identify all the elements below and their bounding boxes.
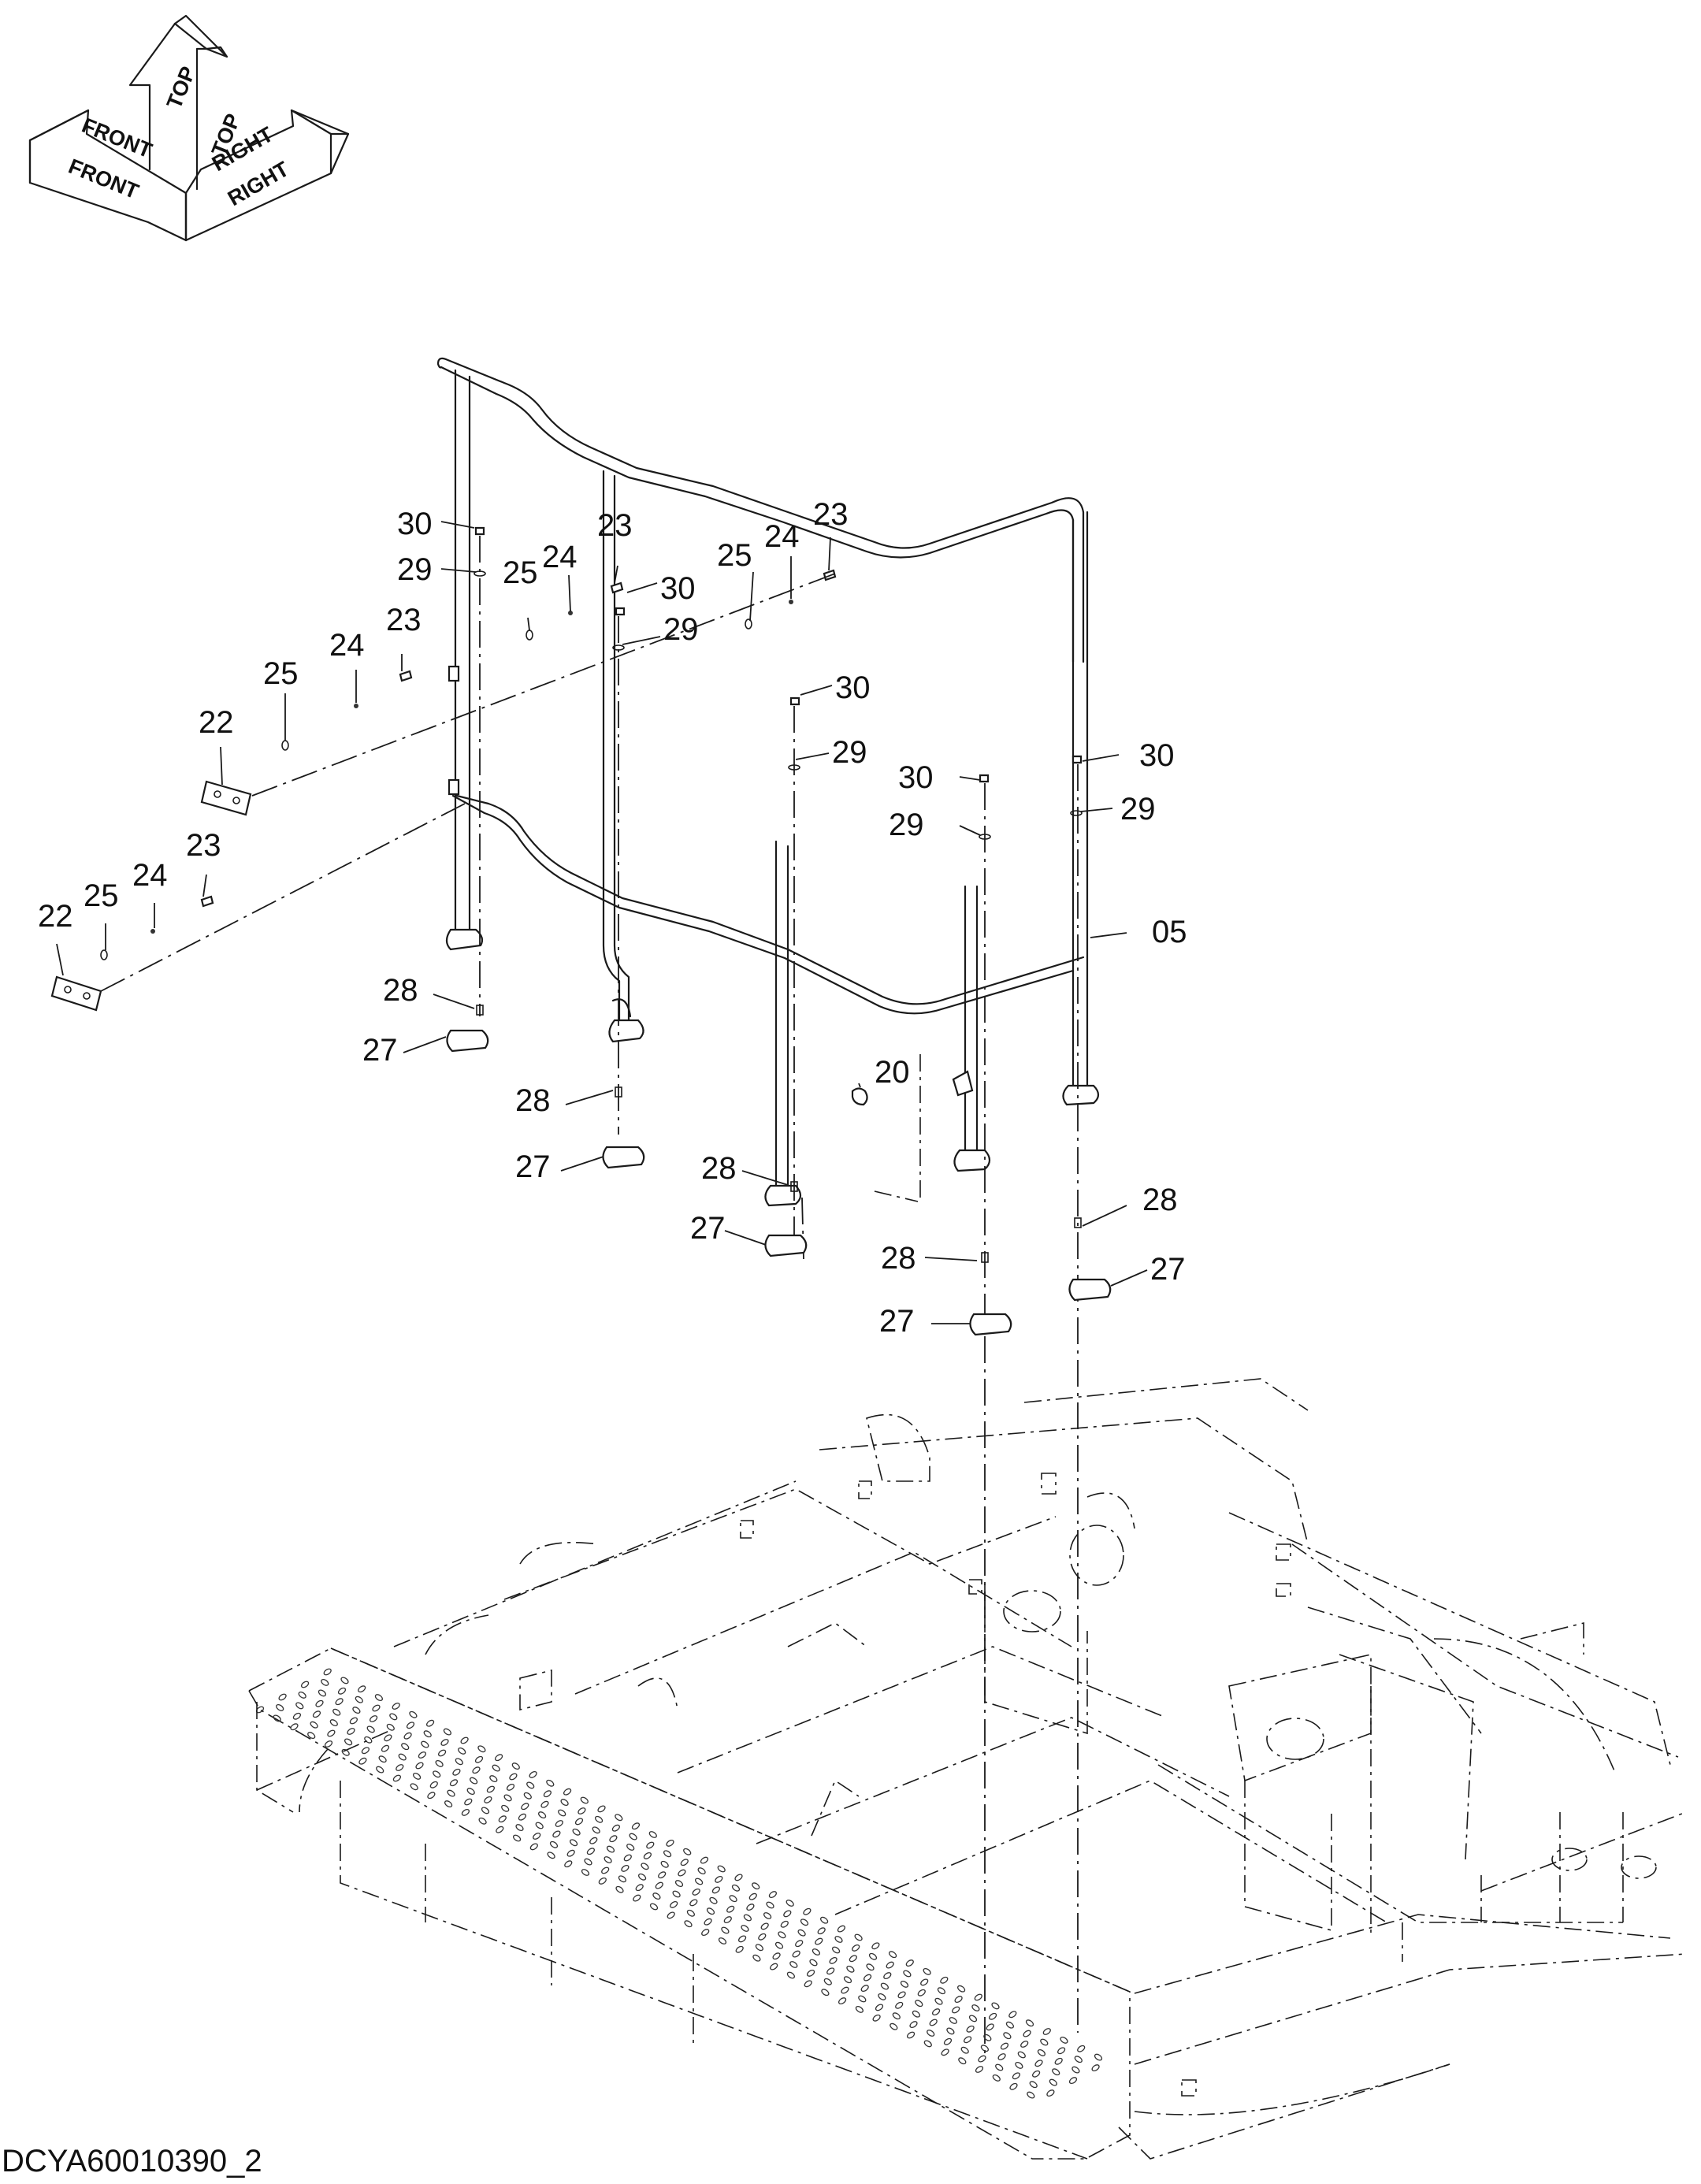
callout-25: 25 [717, 538, 752, 573]
callout-05: 05 [1152, 915, 1187, 949]
callout-24: 24 [132, 858, 168, 893]
post-foot-2 [608, 1019, 644, 1043]
checker-plate-pattern [255, 1668, 1103, 2099]
callout-29: 29 [1120, 792, 1156, 826]
callout-27: 27 [690, 1211, 726, 1246]
callout-27: 27 [1150, 1252, 1186, 1287]
pads [446, 1005, 1112, 1336]
callout-labels: 30 29 23 24 25 30 29 25 24 23 23 24 25 2… [38, 497, 1187, 1339]
mounting-plates [50, 780, 252, 1012]
callout-25: 25 [503, 555, 538, 590]
guardrail-assembly [436, 357, 1100, 1207]
callout-30: 30 [898, 760, 934, 795]
callout-30: 30 [397, 507, 433, 541]
drawing-code: DCYA60010390_2 [2, 2144, 262, 2178]
callout-30: 30 [660, 571, 696, 606]
clamp-20 [851, 1087, 868, 1106]
callout-30: 30 [1139, 738, 1175, 773]
callout-30: 30 [835, 670, 871, 705]
callout-23: 23 [813, 497, 849, 532]
fasteners [100, 526, 1083, 960]
top-label-left: TOP [162, 63, 200, 112]
post-foot-3 [764, 1184, 802, 1207]
pad-27-e [1068, 1278, 1112, 1302]
orientation-indicator: FRONT FRONT TOP TOP RIGHT RIGHT [28, 14, 350, 242]
callout-23: 23 [597, 508, 633, 543]
callout-28: 28 [515, 1083, 551, 1118]
front-label-upper: FRONT [79, 113, 156, 163]
machine-frame [248, 1378, 1687, 2160]
plate-22-upper [200, 780, 252, 816]
leader-lines [56, 521, 1148, 1324]
callout-29: 29 [663, 612, 699, 647]
front-label-lower: FRONT [65, 154, 143, 204]
callout-27: 27 [362, 1033, 398, 1068]
callout-27: 27 [515, 1150, 551, 1184]
post-foot-5 [1062, 1084, 1100, 1106]
callout-27: 27 [879, 1304, 915, 1339]
callout-29: 29 [832, 735, 867, 770]
post-foot-1 [445, 928, 484, 951]
callout-24: 24 [764, 519, 800, 554]
pad-27-a [446, 1029, 489, 1053]
callout-23: 23 [186, 828, 221, 863]
callout-28: 28 [1142, 1183, 1178, 1217]
pad-27-b [602, 1146, 645, 1169]
center-lines [100, 536, 1079, 2056]
callout-24: 24 [329, 628, 365, 663]
callout-28: 28 [701, 1151, 737, 1186]
pad-27-d [969, 1313, 1012, 1336]
callout-25: 25 [84, 878, 119, 913]
plate-22-lower [50, 975, 102, 1012]
callout-22: 22 [199, 705, 234, 740]
callout-20: 20 [875, 1055, 910, 1090]
pad-27-c [764, 1234, 808, 1257]
callout-25: 25 [263, 656, 299, 691]
callout-23: 23 [386, 603, 422, 637]
callout-22: 22 [38, 899, 73, 934]
callout-29: 29 [889, 808, 924, 842]
callout-28: 28 [383, 973, 418, 1008]
callout-28: 28 [881, 1241, 916, 1276]
callout-29: 29 [397, 552, 433, 587]
callout-24: 24 [542, 540, 578, 574]
